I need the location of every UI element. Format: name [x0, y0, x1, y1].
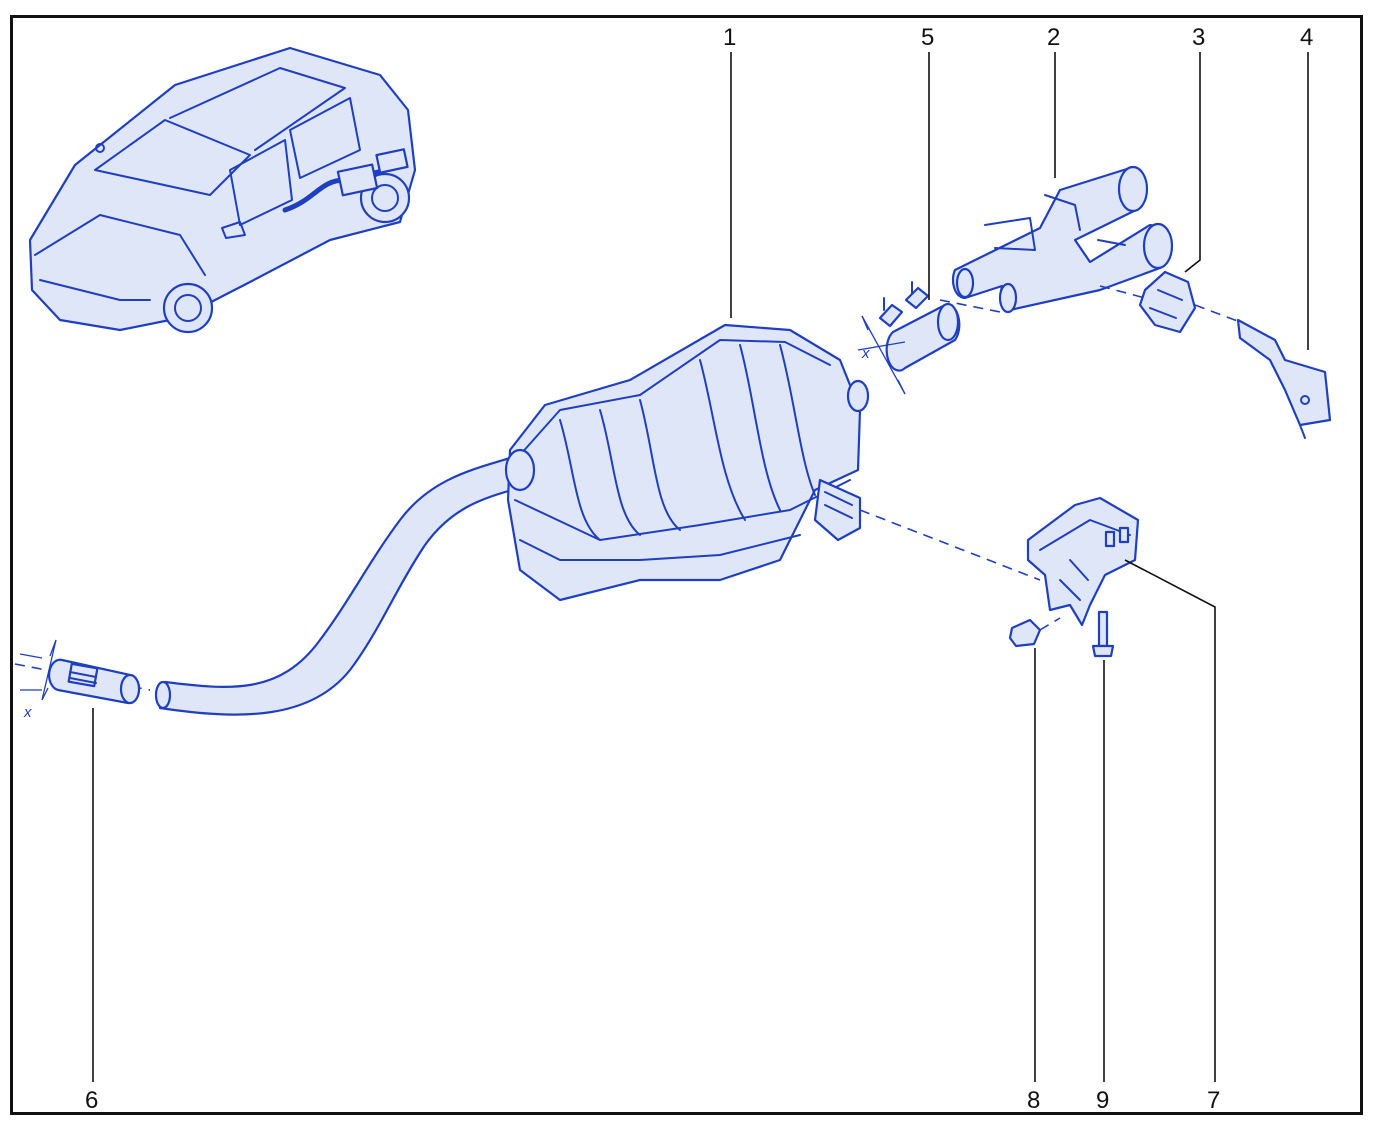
callout-1: 1 — [723, 24, 736, 51]
callout-4: 4 — [1300, 24, 1313, 51]
callout-3: 3 — [1192, 24, 1205, 51]
bolt-part-9 — [1091, 610, 1115, 658]
callout-labels: 1 5 2 3 4 6 8 9 7 — [85, 24, 1313, 1114]
leader-lines — [92, 52, 1309, 1082]
dimension-x-clamp: x — [861, 345, 870, 362]
nut-part-8 — [1008, 617, 1061, 648]
callout-2: 2 — [1047, 24, 1060, 51]
callout-7: 7 — [1207, 1087, 1220, 1114]
clamp-part-5 — [857, 281, 961, 395]
callout-8: 8 — [1027, 1087, 1040, 1114]
tailpipe — [154, 456, 522, 716]
callout-5: 5 — [921, 24, 934, 51]
callout-9: 9 — [1096, 1087, 1109, 1114]
muffler-part-1 — [504, 323, 870, 602]
tail-tips-part-2 — [939, 165, 1174, 314]
sleeve-connector-part-6 — [14, 639, 151, 705]
dimension-x-sleeve: x — [23, 704, 32, 721]
car-overview-illustration — [28, 46, 417, 334]
rubber-mount-part-3 — [1099, 270, 1241, 334]
muffler-bracket-part-7 — [859, 496, 1140, 627]
callout-6: 6 — [85, 1087, 98, 1114]
hanger-bracket-part-4 — [1236, 318, 1332, 439]
dimension-labels: x x — [23, 345, 870, 721]
